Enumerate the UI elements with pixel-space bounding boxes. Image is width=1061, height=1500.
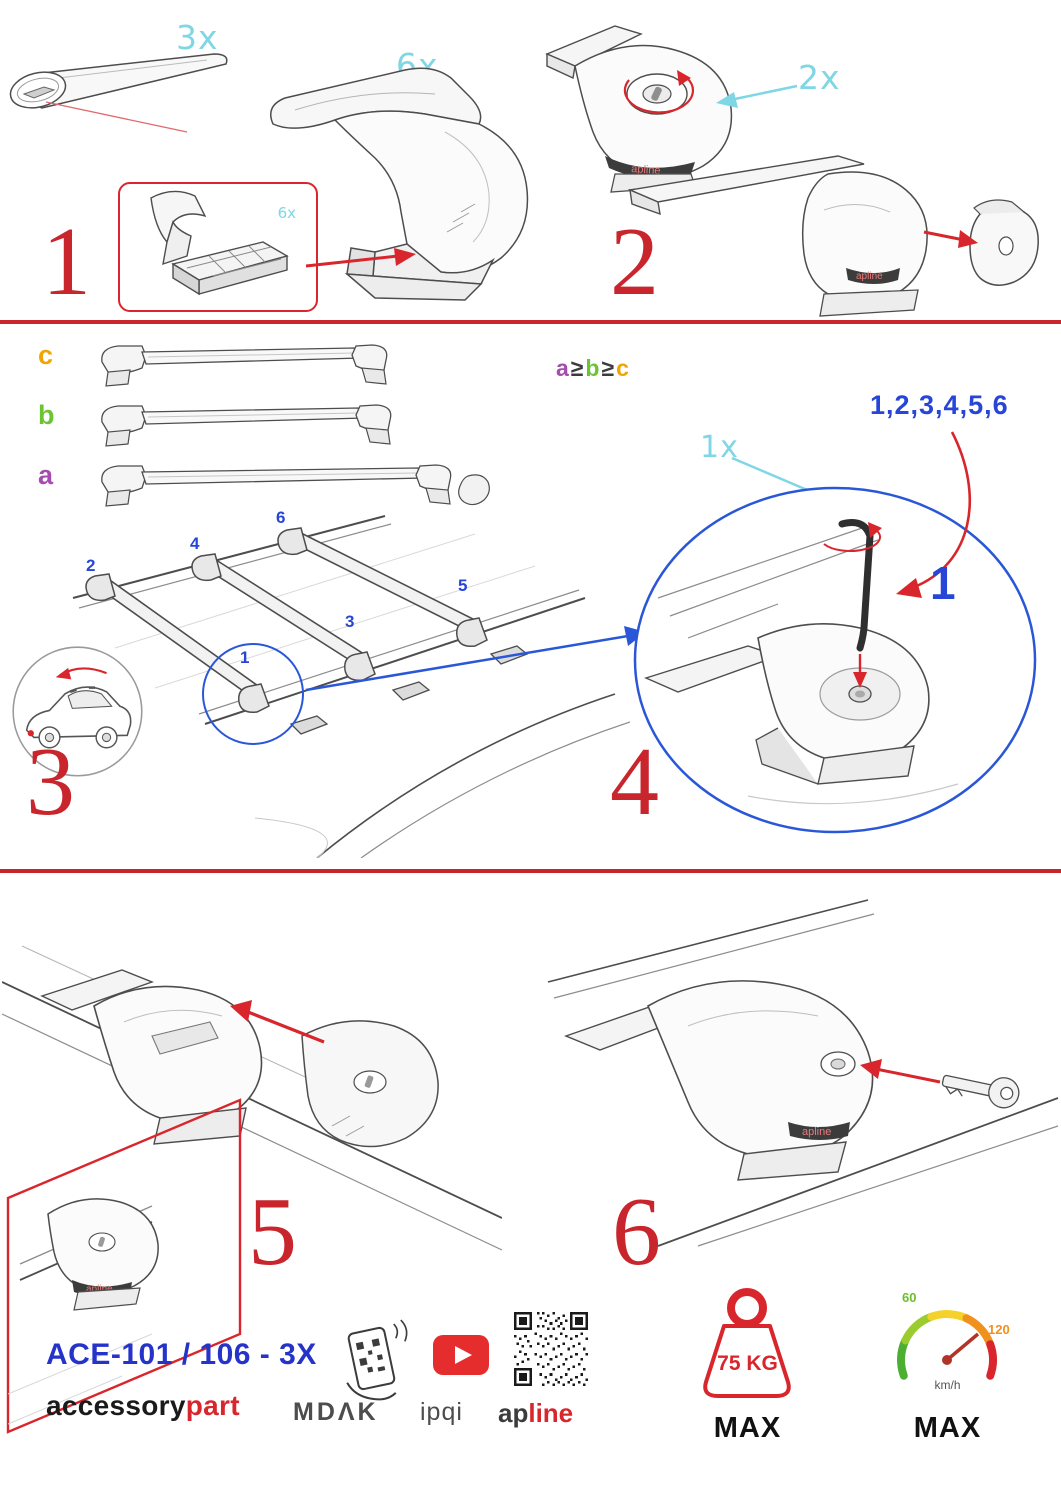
pad-inset-illustration	[150, 190, 289, 296]
speed-unit-label: km/h	[934, 1378, 961, 1392]
tool-quantity-label: 1x	[700, 430, 739, 465]
pad-detail-inset: 6x	[118, 182, 318, 312]
lock-quantity-label: 2x	[798, 58, 841, 97]
crossbar-c-illustration	[101, 344, 388, 387]
key-icon	[941, 1074, 1020, 1109]
brand-ipqi: ipqi	[420, 1398, 463, 1426]
cyan-arrow	[716, 84, 798, 108]
endcap-assembly-illustration: apline	[628, 155, 1039, 317]
allen-key-icon	[838, 519, 874, 652]
car-inset-illustration	[12, 646, 143, 777]
step-3-number: 3	[26, 728, 75, 836]
key-unlock-illustration: apline	[547, 899, 1059, 1247]
inset-quantity-label: 6x	[277, 204, 296, 222]
brand-apline: apline	[498, 1398, 573, 1429]
rotate-arrow	[623, 77, 695, 114]
final-step-number: 1	[930, 557, 956, 609]
speedometer-icon	[897, 1310, 997, 1380]
model-code: ACE-101 / 106 - 3X	[46, 1338, 317, 1371]
brand-line: line	[528, 1398, 574, 1428]
blue-arrow	[305, 626, 646, 692]
lock-foot-illustration: apline	[545, 25, 733, 193]
roof-position-2: 2	[86, 556, 96, 575]
section-divider	[0, 320, 1061, 324]
roof-position-6: 6	[276, 508, 286, 527]
brand-part: part	[185, 1390, 240, 1421]
brand-mdak: MDΛK	[293, 1398, 379, 1426]
rotate-arrow	[823, 529, 881, 553]
size-rule-b: b	[585, 355, 600, 381]
speed-high-label: 120	[988, 1322, 1010, 1337]
locked-foot-inset-illustration: apline	[6, 1098, 242, 1434]
gte-symbol: ≥	[601, 355, 615, 381]
youtube-icon	[433, 1335, 489, 1375]
apline-sticker: apline	[802, 1126, 831, 1138]
tightening-sequence: 1,2,3,4,5,6	[870, 390, 1009, 420]
roof-position-3: 3	[345, 612, 355, 631]
weight-limit-max: MAX	[713, 1412, 782, 1444]
brand-accessorypart: accessorypart	[46, 1390, 240, 1422]
roof-position-4: 4	[190, 534, 200, 553]
step-6-number: 6	[612, 1178, 661, 1286]
speedometer-needle	[945, 1332, 980, 1362]
bar-label-a: a	[38, 460, 54, 490]
apline-sticker: apline	[86, 1284, 113, 1295]
brand-accessory: accessory	[46, 1390, 186, 1421]
red-arrow	[305, 248, 416, 268]
red-arrow	[923, 230, 965, 242]
gte-symbol: ≥	[570, 355, 584, 381]
foot-clamp-illustration	[270, 67, 529, 301]
qr-code	[514, 1312, 588, 1386]
bar-quantity-label: 3x	[176, 18, 219, 57]
red-arrow	[247, 1010, 325, 1044]
size-rule: a ≥ b ≥ c	[556, 355, 629, 382]
bar-label-c: c	[38, 340, 54, 370]
cover-removal-illustration	[2, 945, 502, 1251]
apline-sticker: apline	[856, 271, 883, 282]
crossbar-b-illustration	[101, 404, 392, 447]
weight-limit-value: 75 KG	[717, 1352, 778, 1375]
step-1-number: 1	[42, 208, 91, 316]
roof-mounting-illustration	[72, 515, 630, 858]
brand-ap: ap	[498, 1398, 529, 1428]
step-2-number: 2	[610, 208, 659, 316]
step-5-number: 5	[248, 1178, 297, 1286]
speed-limit-max: MAX	[913, 1412, 982, 1444]
speed-low-label: 60	[902, 1290, 917, 1305]
red-pointer-line	[45, 101, 188, 133]
crossbar-a-illustration	[101, 464, 490, 507]
red-curved-arrow	[896, 431, 971, 598]
phone-qr-icon	[346, 1319, 408, 1401]
size-rule-c: c	[616, 355, 629, 381]
aero-bar-illustration	[9, 53, 228, 133]
weight-limit-icon	[703, 1288, 791, 1398]
roof-position-1: 1	[240, 648, 250, 667]
roof-position-5: 5	[458, 576, 468, 595]
red-arrow	[875, 1067, 941, 1084]
detail-circle	[202, 643, 304, 745]
section-divider	[0, 869, 1061, 873]
step-4-number: 4	[610, 728, 659, 836]
size-rule-a: a	[556, 355, 569, 381]
bar-label-b: b	[38, 400, 55, 430]
